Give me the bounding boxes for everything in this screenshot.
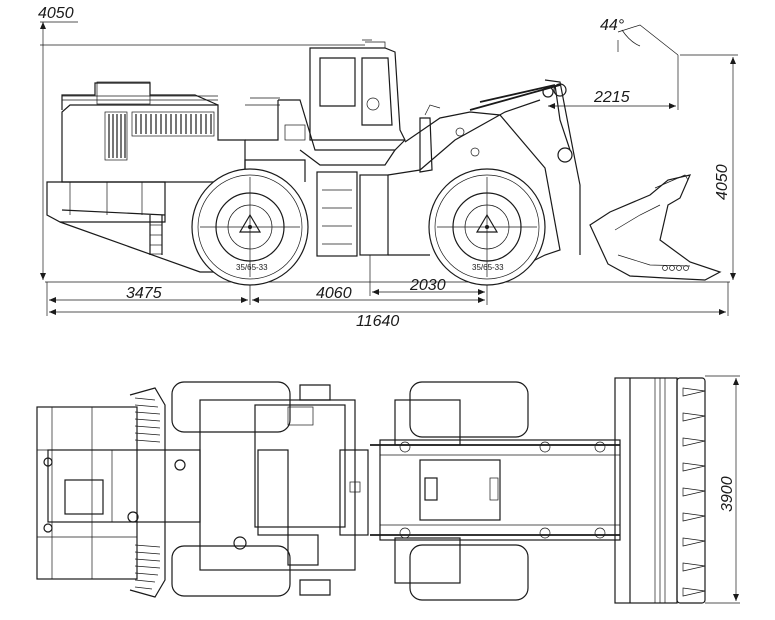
rear-frame bbox=[46, 81, 246, 273]
axle-to-hinge-value: 2030 bbox=[409, 277, 446, 294]
dump-angle-value: 44° bbox=[600, 17, 625, 34]
bucket bbox=[589, 174, 722, 281]
wheelbase-value: 4060 bbox=[316, 285, 352, 302]
rear-tyre-label: 35/65-33 bbox=[236, 263, 268, 272]
cab bbox=[245, 39, 406, 166]
top-bucket bbox=[614, 377, 706, 604]
dump-reach-dimension bbox=[548, 55, 679, 110]
height-dimension-left bbox=[40, 21, 365, 280]
top-rear-wheel-right bbox=[171, 545, 291, 597]
top-rear-wheel-left bbox=[171, 381, 291, 433]
rear-overhang-value: 3475 bbox=[126, 285, 162, 302]
bucket-height-value: 4050 bbox=[714, 164, 731, 200]
top-front-wheel-right bbox=[409, 544, 529, 601]
top-front-hub-left bbox=[394, 399, 461, 446]
front-tyre-label: 35/65-33 bbox=[472, 263, 504, 272]
top-front-frame bbox=[370, 439, 621, 541]
dump-reach-value: 2215 bbox=[593, 89, 630, 106]
length-dimensions bbox=[46, 255, 729, 316]
bucket-width-dimension bbox=[705, 375, 740, 604]
bucket-height-dimension bbox=[680, 54, 738, 280]
front-frame bbox=[387, 79, 581, 271]
height-value-left: 4050 bbox=[38, 5, 74, 22]
bucket-width-value: 3900 bbox=[719, 476, 736, 512]
dump-angle-dimension bbox=[617, 24, 679, 56]
rear-wheel bbox=[191, 168, 309, 286]
top-cab bbox=[199, 384, 369, 596]
top-front-wheel-left bbox=[409, 381, 529, 438]
overall-length-value: 11640 bbox=[356, 313, 399, 330]
top-view: 3900 bbox=[36, 375, 740, 604]
side-view: 35/65-33 35/65-33 4050 44° bbox=[38, 5, 738, 330]
top-front-hub-right bbox=[394, 537, 461, 584]
top-rear-section bbox=[36, 387, 201, 598]
center-steps bbox=[244, 159, 389, 257]
